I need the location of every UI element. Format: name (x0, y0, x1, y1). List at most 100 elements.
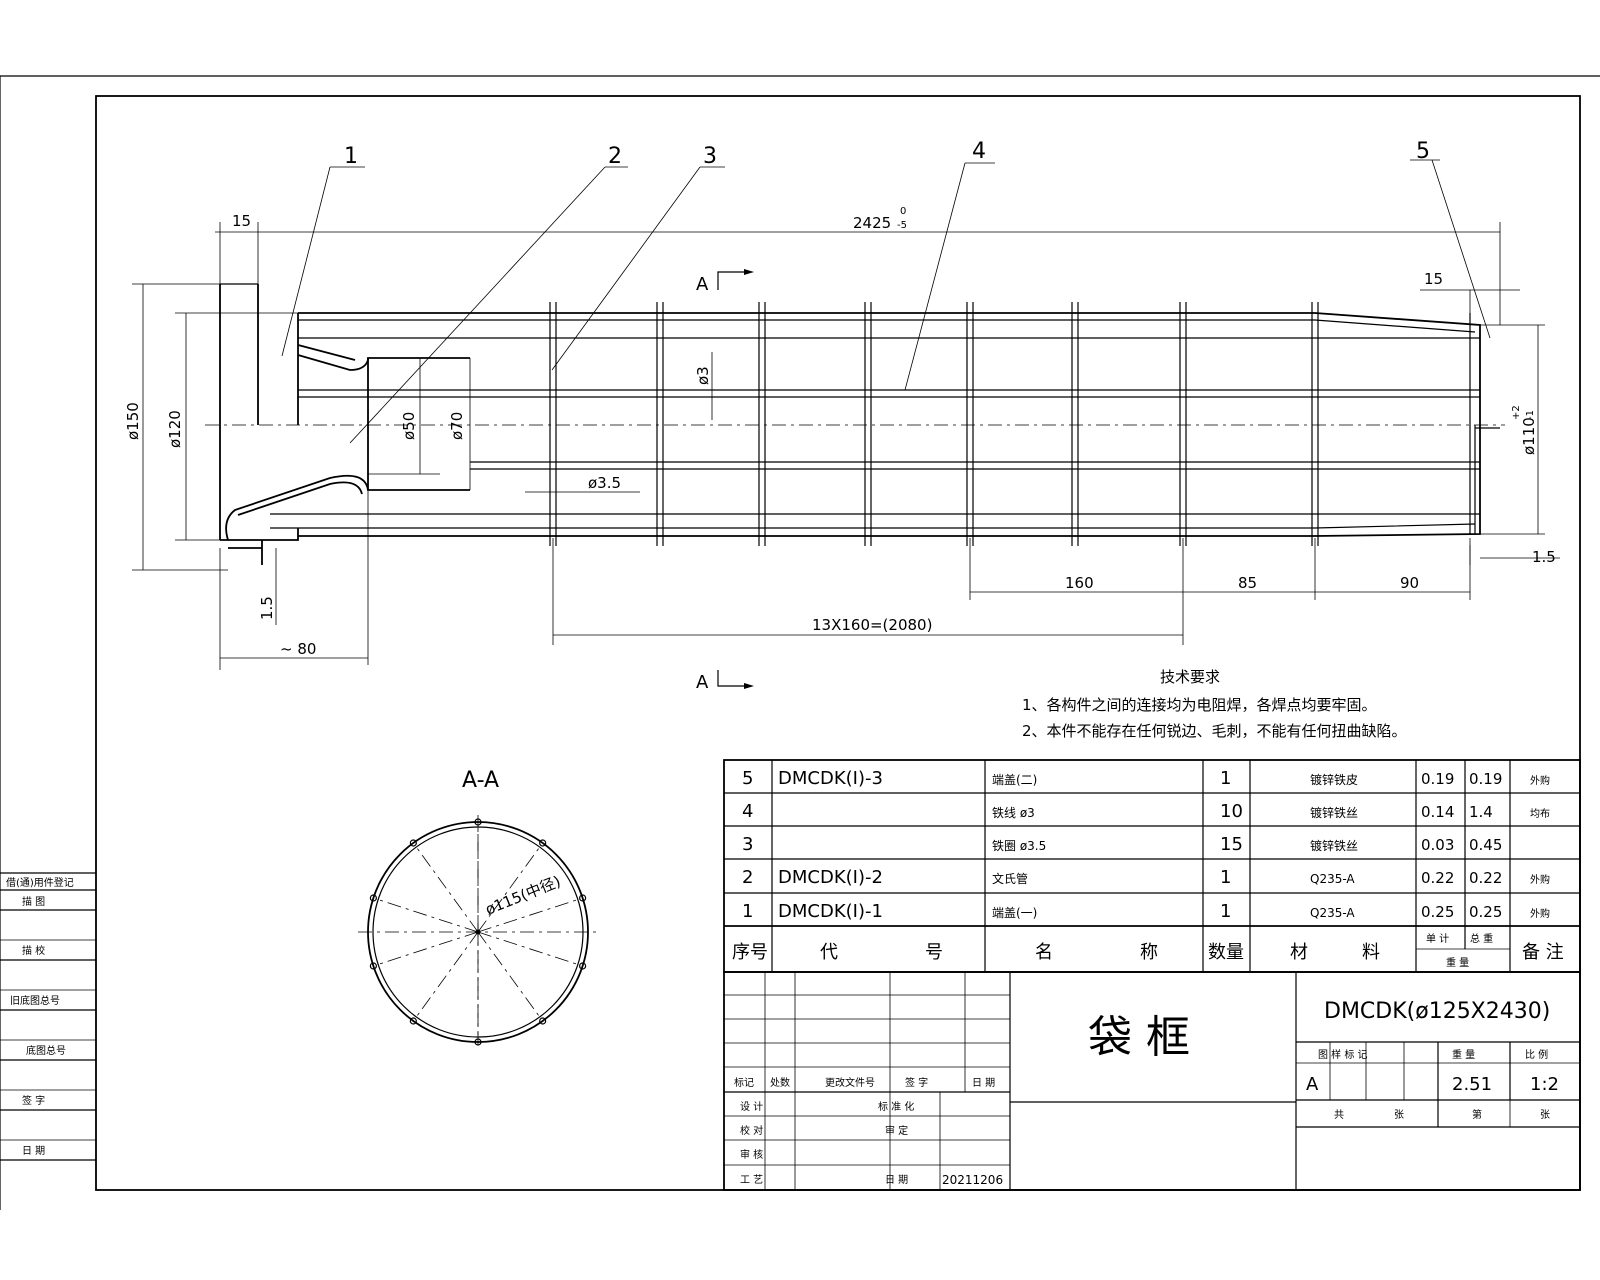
bom-cell-total-wt: 0.22 (1469, 869, 1502, 887)
rev-header: 标记 (734, 1077, 754, 1089)
bom-header-name-a: 名 (1035, 942, 1053, 963)
bom-header-weight: 重 量 (1446, 956, 1469, 969)
bom-cell-material: Q235-A (1310, 872, 1355, 886)
section-wire (539, 839, 547, 847)
section-wire (579, 962, 587, 970)
date-label: 日 期 (885, 1174, 908, 1186)
bom-header-total: 总 重 (1470, 932, 1493, 945)
role-label: 工 艺 (740, 1174, 763, 1186)
side-strip-label: 日 期 (22, 1145, 45, 1157)
bom-cell-code: DMCDK(I)-3 (778, 768, 883, 789)
dim-left-80: ~ 80 (280, 640, 316, 658)
bom-cell-unit-wt: 0.25 (1421, 903, 1454, 921)
dim-seg-160: 160 (1065, 574, 1094, 592)
bom-header-mat-b: 料 (1362, 942, 1380, 963)
bom-cell-total-wt: 0.45 (1469, 836, 1502, 854)
bom-cell-unit-wt: 0.22 (1421, 869, 1454, 887)
dim-overall-length: 2425 (853, 214, 891, 232)
bom-cell-code: DMCDK(I)-2 (778, 867, 883, 888)
dim-dia-120: ø120 (166, 410, 184, 448)
tech-title: 技术要求 (1160, 668, 1220, 686)
sheet-unit-label: 张 (1540, 1109, 1550, 1121)
role-label: 审 核 (740, 1148, 763, 1161)
bom-cell-no: 1 (742, 901, 753, 922)
dim-right-offset: 15 (1424, 270, 1443, 288)
bom-cell-total-wt: 1.4 (1469, 803, 1493, 821)
section-dia-label: ø115(中径) (483, 872, 563, 918)
std-label: 标 准 化 (878, 1100, 914, 1113)
section-marker-bottom: A (696, 672, 709, 693)
callout-4: 4 (972, 139, 986, 164)
bom-header-unit: 单 计 (1426, 932, 1449, 945)
sheets-unit-label: 张 (1394, 1109, 1404, 1121)
dimensions: 2425 0 -5 15 15 ø150 ø120 ø50 (124, 206, 1560, 670)
role-label: 设 计 (740, 1100, 763, 1113)
title-block: 标记 处数 更改文件号 签 字 日 期 设 计 校 对 审 核 工 艺 标 准 … (723, 971, 1581, 1191)
dim-dia-50: ø50 (400, 412, 418, 440)
weight-value: 2.51 (1452, 1074, 1492, 1095)
side-strip-label: 旧底图总号 (10, 994, 60, 1007)
scale-value: 1:2 (1530, 1074, 1559, 1095)
dim-overall-tol-upper: 0 (900, 206, 906, 217)
bom-cell-name: 端盖(二) (992, 773, 1037, 787)
bom-cell-no: 4 (742, 801, 753, 822)
callout-3: 3 (703, 144, 717, 169)
dim-seg-90: 90 (1400, 574, 1419, 592)
dim-dia-110: ø110 (1520, 417, 1538, 455)
section-spoke (477, 931, 541, 1018)
bom-cell-name: 文氏管 (992, 871, 1028, 886)
section-markers: A A (696, 269, 754, 693)
rev-header: 更改文件号 (825, 1076, 875, 1089)
bom-cell-total-wt: 0.25 (1469, 903, 1502, 921)
bom-cell-no: 5 (742, 768, 753, 789)
bom-header-code-b: 号 (925, 942, 943, 963)
cage-outline (298, 312, 1481, 537)
scale-label: 比 例 (1525, 1048, 1548, 1061)
section-wire (474, 1038, 482, 1046)
part-name: 袋 框 (1088, 1012, 1190, 1063)
tech-requirements: 技术要求 1、各构件之间的连接均为电阻焊，各焊点均要牢固。 2、本件不能存在任何… (1022, 668, 1407, 740)
bom-cell-unit-wt: 0.14 (1421, 803, 1454, 821)
dim-ring-pitch: 13X160=(2080) (812, 616, 932, 634)
bom-cell-qty: 1 (1220, 768, 1231, 789)
section-title: A-A (462, 768, 499, 793)
rev-header: 处数 (770, 1076, 790, 1089)
rev-header: 日 期 (972, 1077, 995, 1089)
drawing-border (95, 95, 1581, 1191)
dim-dia-110-tol-upper: +2 (1511, 405, 1522, 420)
bom-cell-qty: 15 (1220, 834, 1243, 855)
side-strip-label: 签 字 (22, 1094, 45, 1107)
section-wire (474, 818, 482, 826)
bom-cell-no: 2 (742, 867, 753, 888)
bom-cell-material: 镀锌铁丝 (1310, 806, 1358, 820)
weight-label: 重 量 (1452, 1048, 1475, 1061)
bom-header-code-a: 代 (820, 942, 838, 963)
callout-5: 5 (1416, 139, 1430, 164)
venturi-upper (297, 354, 470, 371)
part-callouts: 1 2 3 4 5 (281, 139, 1491, 444)
bom-cell-material: Q235-A (1310, 906, 1355, 920)
dim-left-1-5: 1.5 (258, 596, 276, 620)
section-wire (369, 962, 377, 970)
dim-dia-3: ø3 (694, 366, 712, 385)
end-cap-left (219, 284, 259, 540)
dim-dia-150: ø150 (124, 402, 142, 440)
sheet-no-label: 第 (1472, 1108, 1482, 1121)
bom-cell-name: 铁圈 ø3.5 (992, 839, 1046, 853)
bom-header-remark: 备 注 (1522, 942, 1564, 963)
role-label: 校 对 (740, 1124, 763, 1137)
side-strip-label: 描 校 (22, 944, 45, 957)
section-spoke (415, 931, 479, 1018)
bom-cell-code: DMCDK(I)-1 (778, 901, 883, 922)
section-wire (579, 894, 587, 902)
side-strip-label: 借(通)用件登记 (6, 876, 74, 889)
ring-group (549, 302, 1319, 546)
section-spoke (415, 846, 479, 933)
section-spoke (377, 931, 479, 966)
bom-header-name-b: 称 (1140, 942, 1158, 963)
bom-cell-remark: 外购 (1530, 907, 1550, 920)
bom-header-no: 序号 (732, 942, 768, 963)
section-spoke (477, 898, 579, 933)
bom-cell-qty: 1 (1220, 867, 1231, 888)
